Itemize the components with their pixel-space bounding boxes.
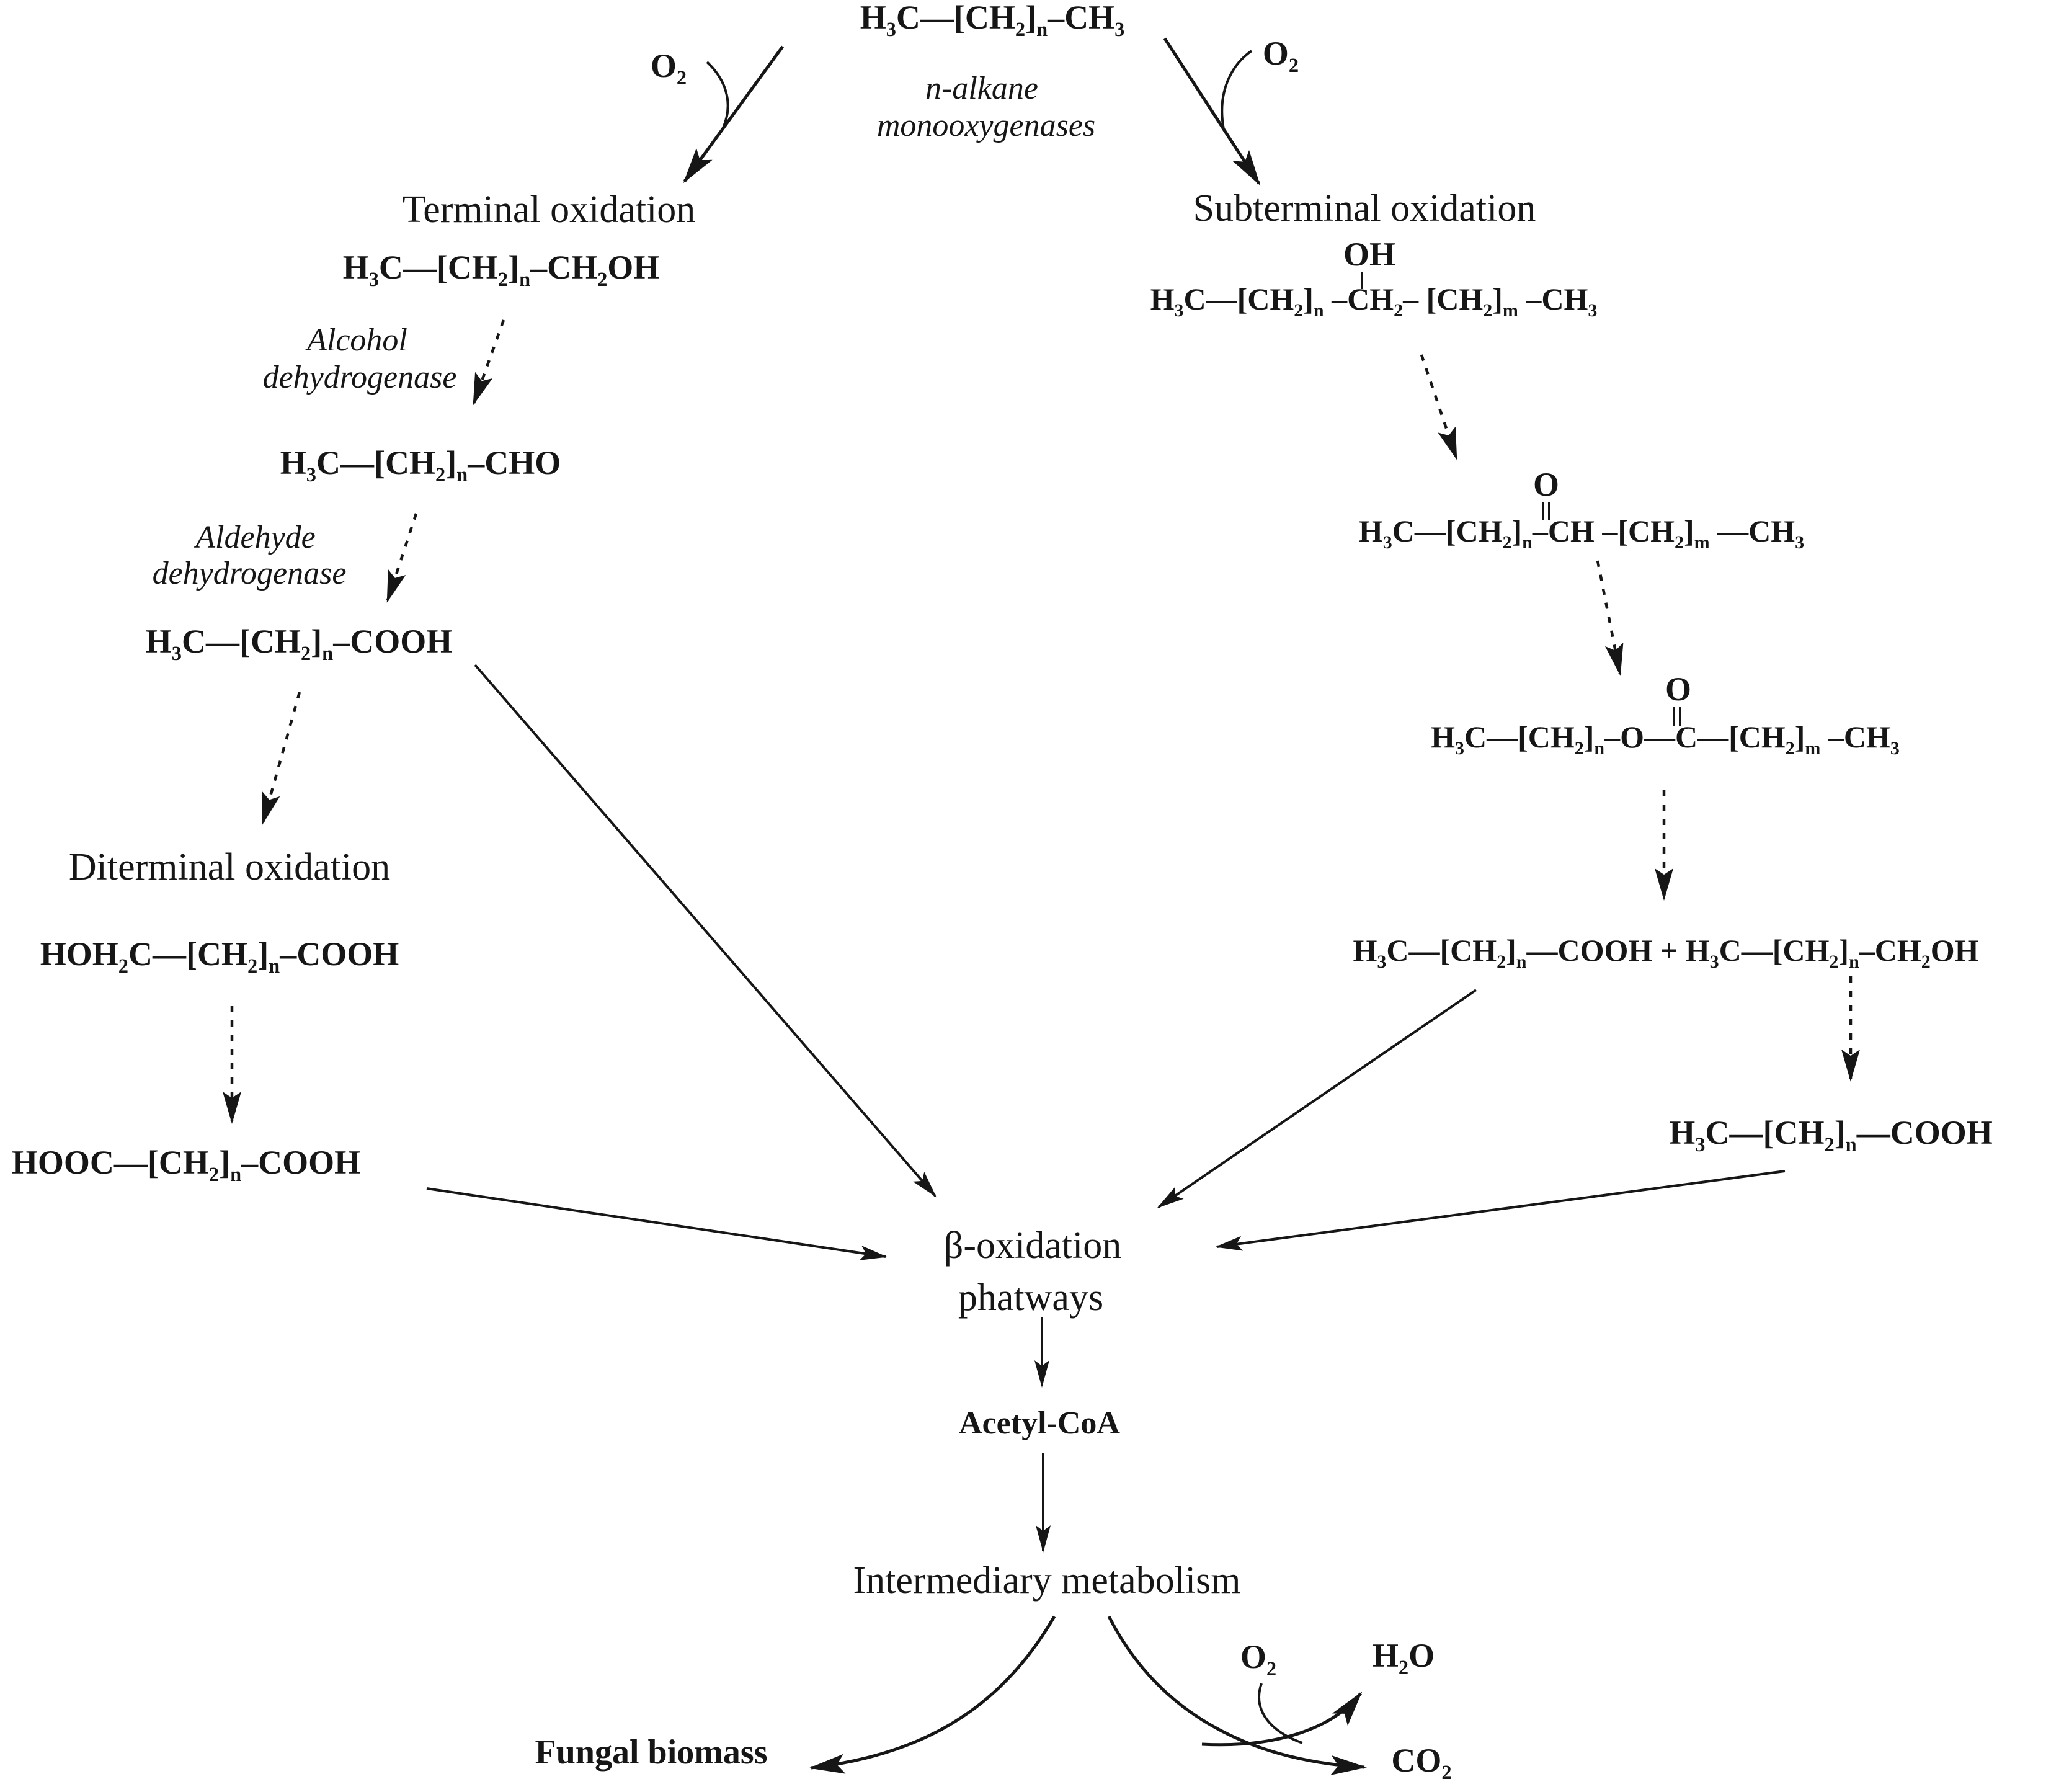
terminal-oxidation-heading: Terminal oxidation <box>402 189 696 231</box>
acetyl-coa-label: Acetyl-CoA <box>959 1406 1120 1441</box>
beta-oxidation-label-line1: β-oxidation <box>943 1224 1122 1267</box>
hydroxyl-group-label: OH <box>1343 236 1396 273</box>
o2-swoosh-right <box>1221 50 1253 130</box>
subterminal-oxidation-heading: Subterminal oxidation <box>1193 187 1536 230</box>
arrow-aldehyde-dehydrogenase <box>386 513 418 603</box>
o2-swoosh-left <box>706 61 729 128</box>
double-bond-ketone-2 <box>1548 502 1550 520</box>
subterminal-secondary-alcohol-formula: H3C—[CH2]n –CH2– [CH2]m –CH3 <box>1150 282 1598 321</box>
diterminal-hydroxy-acid-formula: HOH2C—[CH2]n–COOH <box>40 935 399 978</box>
monooxygenase-label-line1: n-alkane <box>925 71 1038 106</box>
aldehyde-dehydrogenase-label-line2: dehydrogenase <box>152 556 347 591</box>
monooxygenase-label-line2: monooxygenases <box>876 108 1096 143</box>
o2-label-bottom: O2 <box>1240 1638 1277 1680</box>
arrow-sub-acid-to-beta <box>1215 1170 1786 1251</box>
single-bond-oh <box>1361 272 1363 289</box>
subterminal-ester-formula: H3C—[CH2]n–O—C—[CH2]m –CH3 <box>1431 720 1900 759</box>
double-bond-ketone-1 <box>1542 502 1544 520</box>
arrow-terminal-branch <box>683 45 785 184</box>
o2-label-right: O2 <box>1262 35 1299 77</box>
h2o-label: H2O <box>1372 1637 1435 1679</box>
alcohol-dehydrogenase-label-line1: Alcohol <box>307 323 407 358</box>
subterminal-products-formula: H3C—[CH2]n—COOH + H3C—[CH2]n–CH2OH <box>1353 933 1979 972</box>
diterminal-oxidation-heading: Diterminal oxidation <box>68 846 391 888</box>
double-bond-ester-2 <box>1679 707 1681 726</box>
arrow-to-co2 <box>1107 1615 1367 1775</box>
alkane-formula: H3C—[CH2]n–CH3 <box>860 0 1125 41</box>
subterminal-acid-formula: H3C—[CH2]n—COOH <box>1669 1114 1993 1156</box>
arrow-subterminal-step1 <box>1420 354 1458 460</box>
subterminal-ketone-formula: H3C—[CH2]n–CH –[CH2]m —CH3 <box>1358 514 1805 553</box>
ketone-oxygen-label: O <box>1533 466 1560 503</box>
arrow-terminal-acid-to-beta <box>474 664 937 1198</box>
terminal-alcohol-formula: H3C—[CH2]n–CH2OH <box>342 249 660 291</box>
arrow-alcohol-dehydrogenase <box>472 319 505 406</box>
arrow-diacid-to-beta <box>426 1187 888 1260</box>
co2-label: CO2 <box>1391 1742 1452 1784</box>
diterminal-diacid-formula: HOOC—[CH2]n–COOH <box>11 1144 361 1186</box>
arrow-to-fungal-biomass <box>809 1615 1056 1774</box>
o2-swoosh-bottom <box>1258 1683 1303 1744</box>
terminal-acid-formula: H3C—[CH2]n–COOH <box>145 623 453 665</box>
aldehyde-dehydrogenase-label-line1: Aldehyde <box>195 520 316 555</box>
intermediary-metabolism-label: Intermediary metabolism <box>853 1559 1241 1602</box>
arrow-to-diterminal <box>261 692 301 825</box>
fungal-biomass-label: Fungal biomass <box>535 1733 768 1772</box>
o2-label-left: O2 <box>650 47 687 89</box>
beta-oxidation-label-line2: phatways <box>958 1277 1104 1319</box>
terminal-aldehyde-formula: H3C—[CH2]n–CHO <box>280 444 561 486</box>
arrow-to-h2o <box>1201 1691 1363 1747</box>
arrow-subterminal-branch <box>1163 37 1261 186</box>
alcohol-dehydrogenase-label-line2: dehydrogenase <box>262 360 457 395</box>
ester-oxygen-label: O <box>1665 671 1692 708</box>
arrow-subterminal-step2 <box>1596 560 1624 676</box>
arrow-product-acid-to-beta <box>1157 989 1477 1208</box>
double-bond-ester-1 <box>1673 707 1675 726</box>
